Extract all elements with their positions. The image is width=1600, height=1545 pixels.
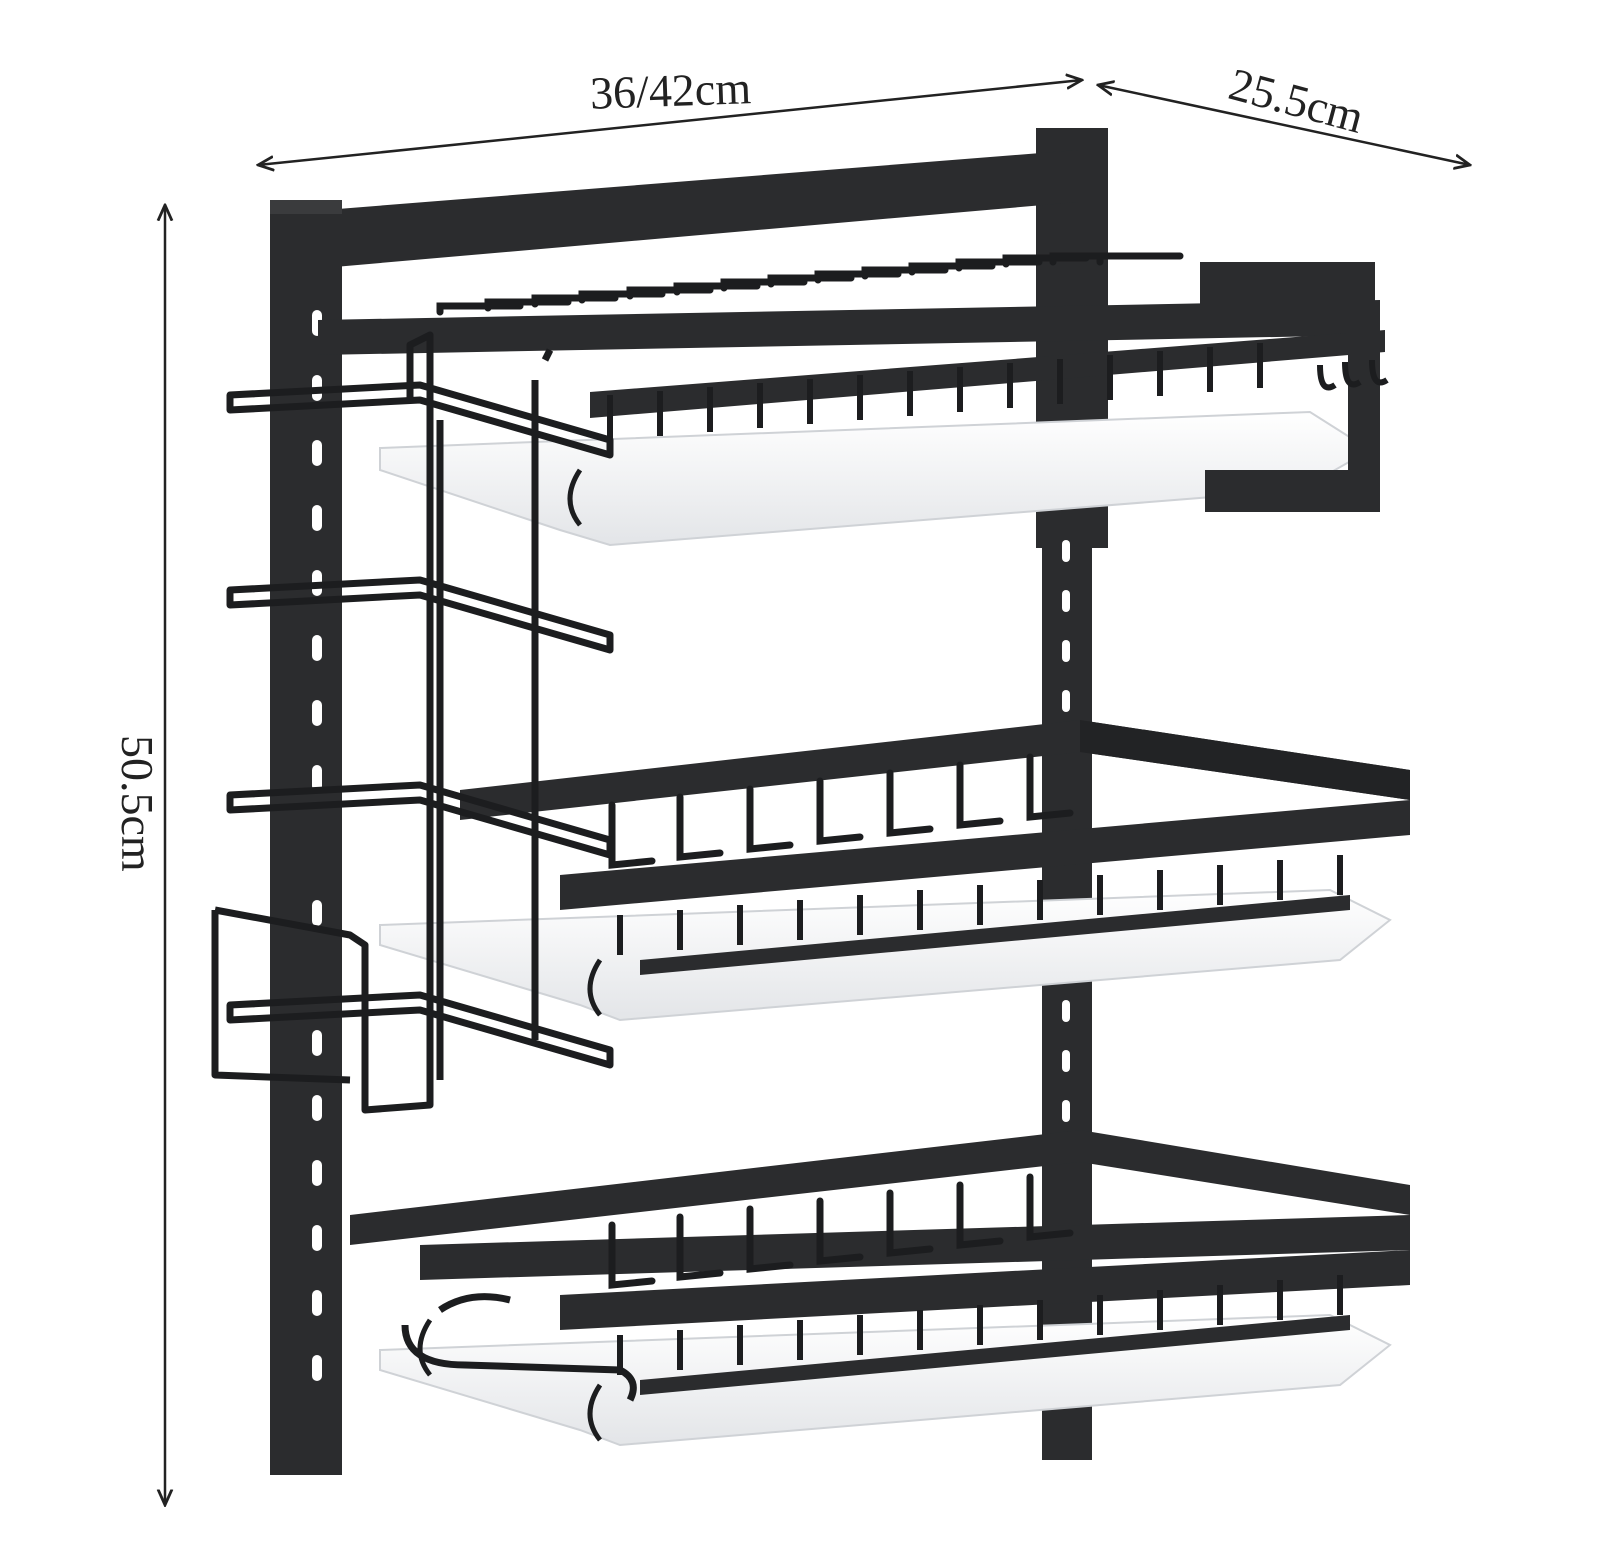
top-tray	[379, 410, 1372, 547]
depth-arrow	[1098, 85, 1470, 165]
width-arrow	[258, 80, 1082, 165]
side-holders	[211, 331, 637, 1402]
dimension-arrows	[165, 80, 1470, 1505]
width-label: 36/42cm	[589, 62, 752, 119]
bottom-shelf	[350, 1130, 1410, 1447]
top-shelf	[318, 252, 1389, 547]
front-upright	[270, 200, 342, 1475]
tray-lips	[417, 468, 603, 1442]
middle-shelf	[379, 720, 1410, 1022]
height-label: 50.5cm	[112, 735, 163, 872]
top-crossbar	[300, 150, 1078, 270]
